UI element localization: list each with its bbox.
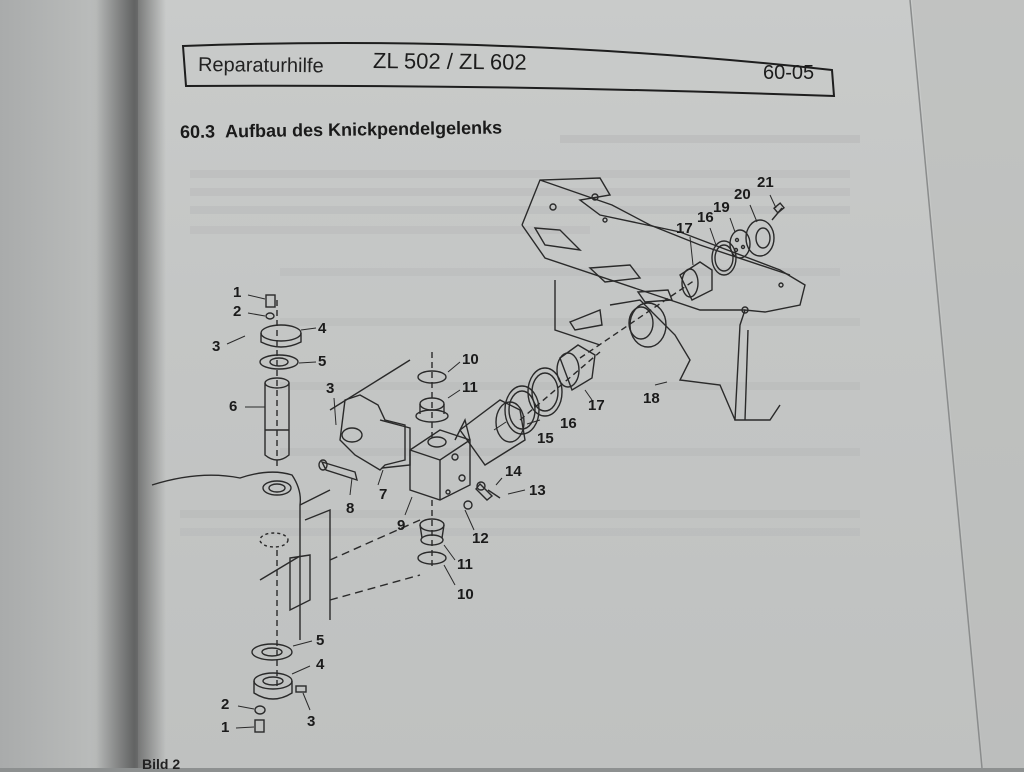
figure-caption-fragment: Bild 2 bbox=[142, 756, 181, 772]
callout-10: 10 bbox=[457, 586, 474, 603]
upper-pin-stack bbox=[259, 294, 302, 470]
bearing-stack bbox=[415, 352, 501, 570]
callout-12: 12 bbox=[472, 530, 489, 547]
callout-16: 16 bbox=[697, 209, 714, 226]
page-number: 60-05 bbox=[763, 62, 815, 84]
callout-7: 7 bbox=[379, 486, 388, 503]
callout-8: 8 bbox=[346, 500, 355, 517]
callout-11: 11 bbox=[462, 379, 478, 396]
callout-16: 16 bbox=[560, 415, 577, 432]
callout-1: 1 bbox=[221, 719, 230, 736]
callout-15: 15 bbox=[537, 430, 554, 447]
callout-2: 2 bbox=[221, 696, 230, 713]
shaft-and-seals bbox=[454, 344, 601, 466]
callout-19: 19 bbox=[713, 199, 730, 216]
callout-14: 14 bbox=[505, 463, 522, 480]
callout-2: 2 bbox=[233, 303, 242, 320]
rear-frame bbox=[521, 177, 806, 421]
callout-1: 1 bbox=[233, 284, 242, 301]
callout-11: 11 bbox=[457, 556, 473, 573]
upper-bushing-stack bbox=[579, 202, 785, 359]
callout-21: 21 bbox=[757, 174, 774, 191]
callout-17: 17 bbox=[676, 220, 693, 237]
book-spine-shadow bbox=[96, 0, 166, 768]
callout-9: 9 bbox=[397, 517, 406, 534]
callout-6: 6 bbox=[229, 398, 238, 415]
lower-pin-stack bbox=[251, 643, 307, 733]
callout-17: 17 bbox=[588, 397, 605, 414]
callout-5: 5 bbox=[318, 353, 327, 370]
callout-3: 3 bbox=[212, 338, 221, 355]
callout-3: 3 bbox=[307, 713, 316, 730]
callout-18: 18 bbox=[643, 390, 660, 407]
leader-lines bbox=[226, 194, 777, 729]
callout-13: 13 bbox=[529, 482, 546, 499]
callout-10: 10 bbox=[462, 351, 479, 368]
pivot-block bbox=[318, 394, 471, 501]
header-frame bbox=[181, 42, 836, 98]
callout-3: 3 bbox=[326, 380, 335, 397]
callout-5: 5 bbox=[316, 632, 325, 649]
callout-4: 4 bbox=[316, 656, 325, 673]
callout-4: 4 bbox=[318, 320, 327, 337]
callout-20: 20 bbox=[734, 186, 751, 203]
front-frame bbox=[151, 359, 421, 690]
